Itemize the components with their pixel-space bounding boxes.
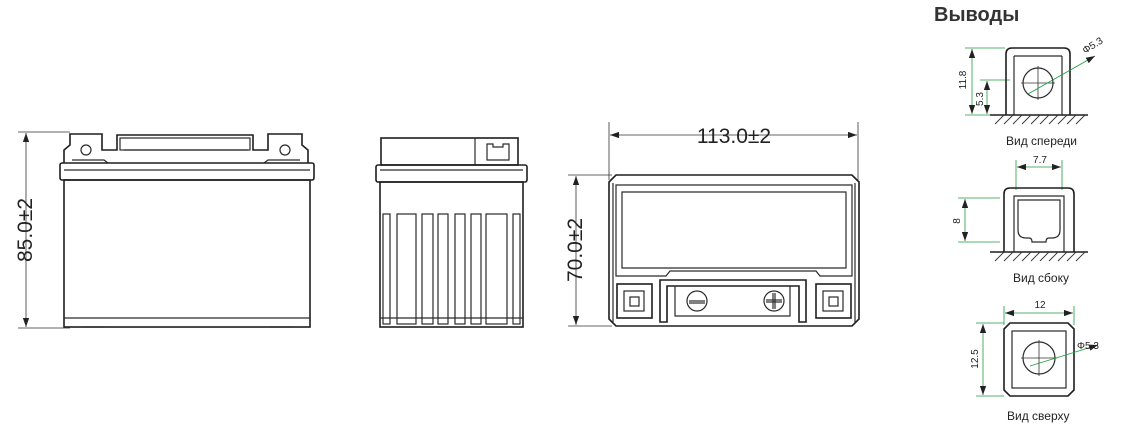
terminal-top-view: 12 12.5 Φ5.3 xyxy=(970,300,1099,397)
top-width-label: 113.0±2 xyxy=(697,125,771,148)
front-left-terminal-hole xyxy=(80,144,92,156)
terminal-top-diameter-label: Φ5.3 xyxy=(1077,341,1099,352)
terminal-front-diameter-label: Φ5.3 xyxy=(1081,35,1106,56)
minus-terminal-icon xyxy=(686,290,708,312)
terminal-side-height-label: 8 xyxy=(952,218,963,224)
terminal-side-width-label: 7.7 xyxy=(1033,155,1047,166)
side-terminal-box xyxy=(486,143,510,161)
front-view: 85.0±2 xyxy=(14,131,315,329)
front-height-label: 85.0±2 xyxy=(14,198,37,262)
terminal-top-width-label: 12 xyxy=(1034,300,1046,311)
terminal-front-height-label: 11.8 xyxy=(958,70,969,89)
terminal-side-caption: Вид сбоку xyxy=(1013,271,1069,285)
terminal-side-view: 7.7 8 xyxy=(952,155,1088,262)
plus-terminal-icon xyxy=(763,290,785,312)
terminal-top-depth-label: 12.5 xyxy=(970,349,981,369)
terminals-heading: Выводы xyxy=(934,4,1020,26)
front-right-terminal-hole xyxy=(279,144,291,156)
terminal-front-lower-label: 5.3 xyxy=(975,92,986,106)
side-view xyxy=(375,137,528,328)
top-view: 113.0±2 70.0±2 xyxy=(564,122,860,327)
terminal-top-caption: Вид сверху xyxy=(1007,409,1070,423)
top-depth-label: 70.0±2 xyxy=(564,218,587,282)
terminal-front-caption: Вид спереди xyxy=(1006,134,1078,148)
terminal-front-view: 11.8 5.3 Φ5.3 xyxy=(958,35,1106,125)
